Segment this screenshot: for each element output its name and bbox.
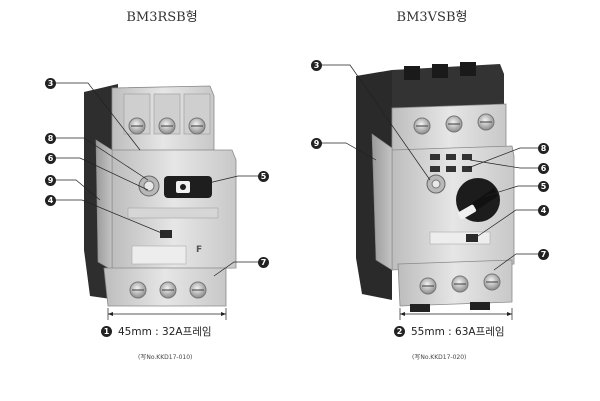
right-callout-marker: 3 [311, 60, 322, 71]
left-dimension-number: 1 [101, 326, 112, 337]
right-leader-lines [322, 64, 538, 320]
left-photo-caption: (写No.KKD17-010) [138, 354, 193, 361]
right-callout-marker: 5 [538, 181, 549, 192]
left-model-title: BM3RSB형 [126, 10, 198, 25]
left-dimension-label: 45mm : 32A프레임 [118, 326, 212, 338]
right-callout-marker: 7 [538, 249, 549, 260]
right-callout-marker: 4 [538, 205, 549, 216]
svg-text:F: F [196, 245, 202, 255]
left-breaker-drawing: F [84, 84, 237, 307]
left-callout-marker: 7 [258, 257, 269, 268]
left-callout-marker: 4 [45, 195, 56, 206]
left-callout-marker: 8 [45, 133, 56, 144]
left-leader-lines [56, 82, 258, 320]
right-photo-caption: (写No.KKD17-020) [412, 354, 467, 361]
right-dimension-label: 55mm : 63A프레임 [411, 326, 505, 338]
right-breaker-drawing [356, 62, 515, 312]
right-callout-marker: 8 [538, 143, 549, 154]
left-callout-marker: 9 [45, 175, 56, 186]
right-trip-indicator [466, 234, 478, 242]
right-callout-marker: 9 [311, 138, 322, 149]
left-trip-indicator [160, 230, 172, 238]
right-callout-marker: 6 [538, 163, 549, 174]
right-dimension-number: 2 [394, 326, 405, 337]
left-callout-marker: 6 [45, 153, 56, 164]
left-callout-marker: 5 [258, 171, 269, 182]
left-callout-marker: 3 [45, 78, 56, 89]
right-model-title: BM3VSB형 [396, 10, 468, 25]
